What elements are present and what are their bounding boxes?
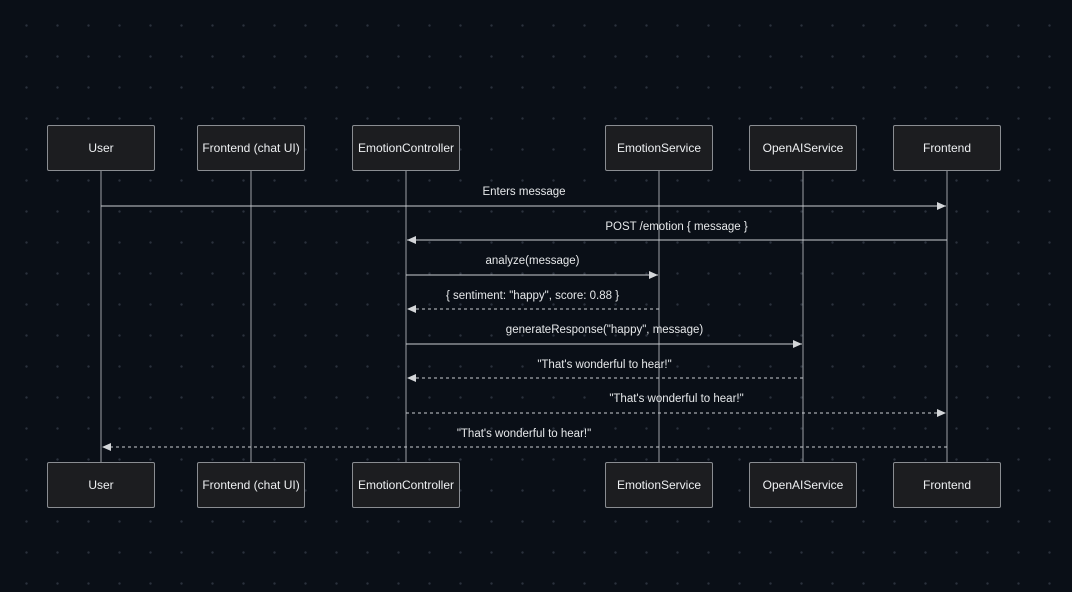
actor-emotion-service-top: EmotionService [605,125,713,171]
actor-frontend-bottom: Frontend [893,462,1001,508]
actor-emotion-controller-bottom: EmotionController [352,462,460,508]
actor-openai-service-top: OpenAIService [749,125,857,171]
message-label: generateResponse("happy", message) [505,324,704,336]
actor-frontend-chat-top: Frontend (chat UI) [197,125,305,171]
message-label: analyze(message) [485,255,580,267]
actor-frontend-chat-bottom: Frontend (chat UI) [197,462,305,508]
actor-emotion-service-bottom: EmotionService [605,462,713,508]
actor-user-bottom: User [47,462,155,508]
actor-emotion-controller-top: EmotionController [352,125,460,171]
message-label: Enters message [482,186,566,198]
actor-user-top: User [47,125,155,171]
actor-frontend-top: Frontend [893,125,1001,171]
message-label: { sentiment: "happy", score: 0.88 } [445,290,620,302]
message-label: POST /emotion { message } [605,221,748,233]
actor-openai-service-bottom: OpenAIService [749,462,857,508]
message-label: "That's wonderful to hear!" [456,428,592,440]
message-label: "That's wonderful to hear!" [609,393,744,405]
message-label: "That's wonderful to hear!" [537,359,672,371]
